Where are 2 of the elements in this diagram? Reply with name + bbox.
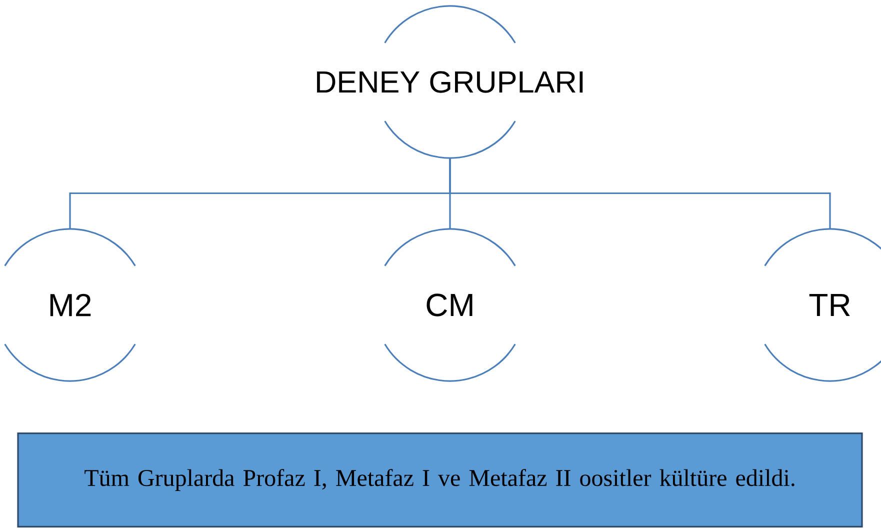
note-box: Tüm Gruplarda Profaz I, Metafaz I ve Metafaz II oositler kültüre edildi. — [17, 432, 863, 528]
connector-line — [449, 158, 831, 229]
